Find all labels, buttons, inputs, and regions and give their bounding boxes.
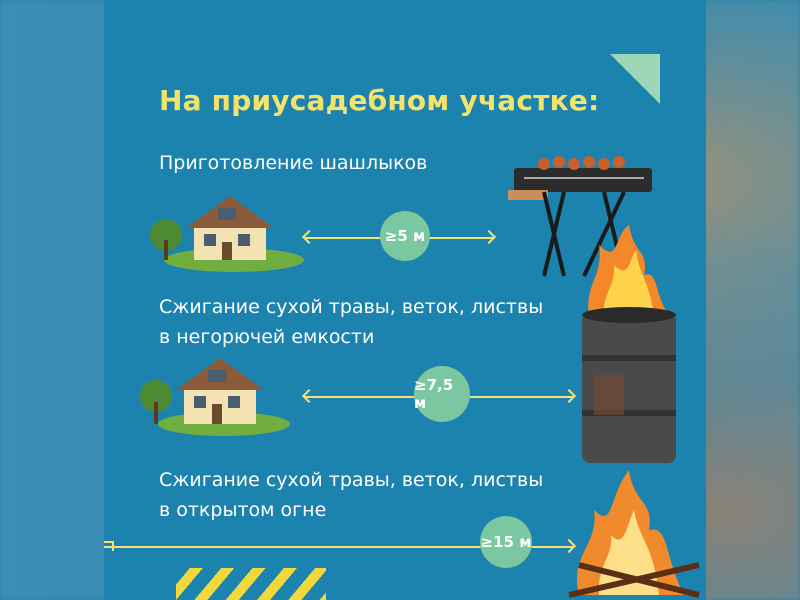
item-2-label-line2: в негорючей емкости [159, 326, 375, 348]
item-2-label-line1: Сжигание сухой травы, веток, листвы [159, 296, 544, 318]
distance-badge-1: ≥5 м [380, 211, 430, 261]
decorative-stripes [176, 568, 326, 600]
distance-badge-2: ≥7,5 м [414, 366, 470, 422]
item-3-label-line1: Сжигание сухой травы, веток, листвы [159, 469, 544, 491]
bonfire-icon [568, 470, 700, 598]
item-3-label-line2: в открытом огне [159, 499, 327, 521]
barrel-fire-icon [582, 225, 676, 463]
page-title: На приусадебном участке: [159, 84, 600, 117]
distance-badge-3: ≥15 м [480, 516, 532, 568]
info-card: На приусадебном участке: Приготовление ш… [104, 0, 706, 600]
house-icon [140, 358, 290, 436]
grill-icon [508, 156, 652, 277]
corner-triangle-icon [610, 54, 660, 104]
distance-arrow-3 [104, 541, 574, 551]
house-icon [150, 196, 304, 272]
item-1-label: Приготовление шашлыков [159, 152, 428, 174]
